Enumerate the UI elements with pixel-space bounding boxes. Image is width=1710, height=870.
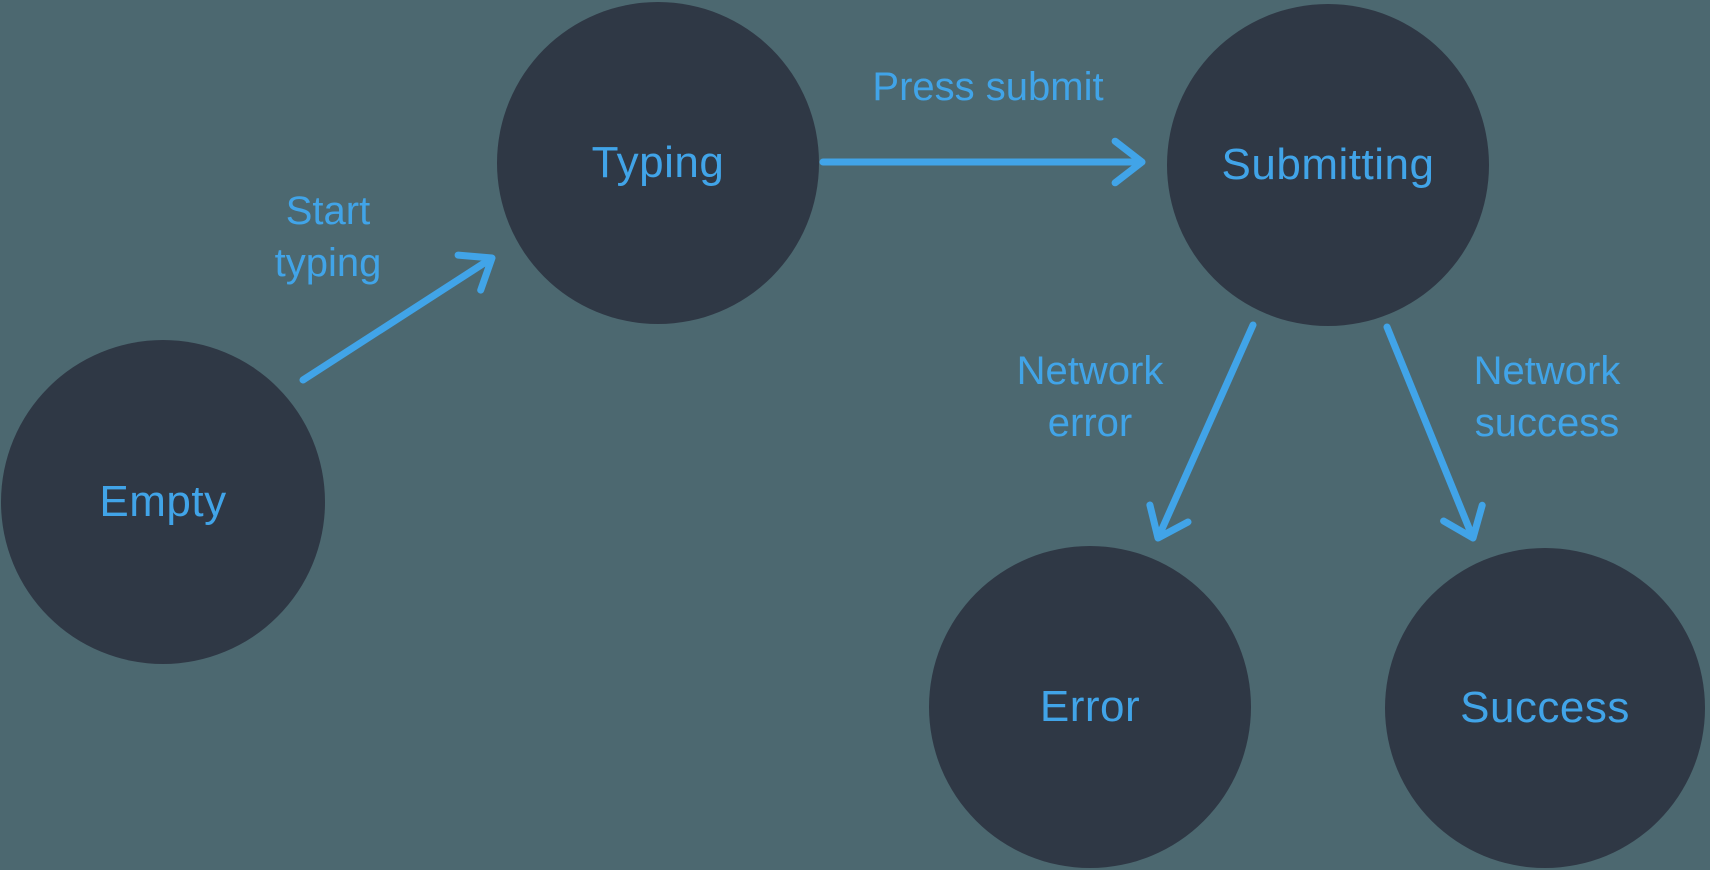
transition-arrow-press-submit <box>819 137 1146 187</box>
state-node-error: Error <box>929 546 1251 868</box>
state-node-success: Success <box>1385 548 1705 868</box>
transition-arrow-network-error <box>1146 321 1257 542</box>
state-label-typing: Typing <box>591 138 725 187</box>
transition-label-line: error <box>1047 401 1133 445</box>
transition-label-network-error: Network error <box>1017 345 1164 449</box>
state-label-error: Error <box>1039 682 1141 731</box>
transition-arrow-network-success <box>1383 323 1486 542</box>
state-node-typing: Typing <box>497 2 819 324</box>
state-node-empty: Empty <box>1 340 325 664</box>
transition-label-line: Press submit <box>872 65 1104 109</box>
transition-label-line: Network <box>1016 349 1164 393</box>
transition-label-line: Network <box>1473 349 1621 393</box>
transition-label-line: success <box>1474 401 1620 445</box>
state-label-submitting: Submitting <box>1221 140 1435 189</box>
transition-label-line: Start <box>285 189 371 233</box>
state-label-success: Success <box>1460 683 1630 732</box>
transition-label-network-success: Network success <box>1474 345 1621 449</box>
state-node-submitting: Submitting <box>1167 4 1489 326</box>
transition-label-line: typing <box>274 241 382 285</box>
transition-label-start-typing: Start typing <box>275 185 382 289</box>
state-label-empty: Empty <box>99 477 227 526</box>
transition-label-press-submit: Press submit <box>872 61 1103 113</box>
